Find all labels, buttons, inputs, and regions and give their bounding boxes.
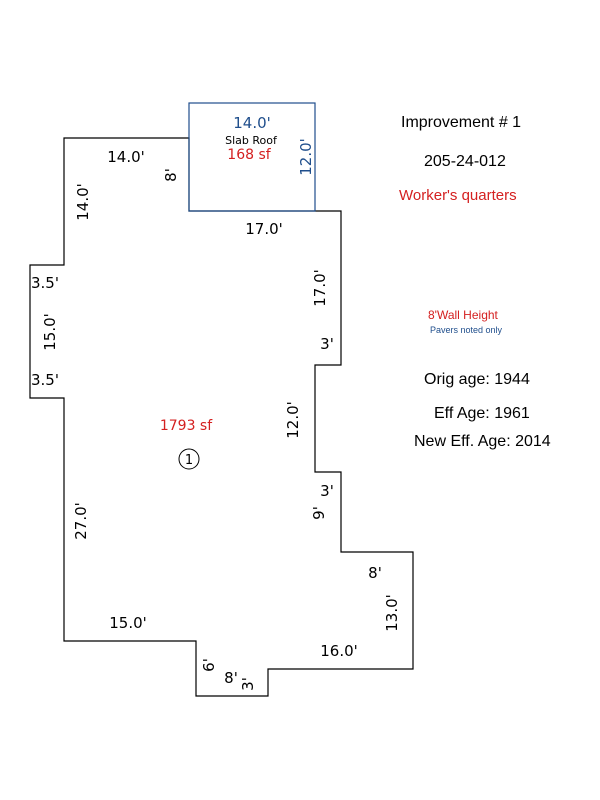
addition-offset-label: 8' xyxy=(162,168,180,182)
dim-bottom-notch: 8' xyxy=(224,669,238,687)
dim-left-upper: 14.0' xyxy=(74,183,92,221)
eff-age: Eff Age: 1961 xyxy=(434,405,530,422)
dim-notch-side: 6' xyxy=(200,658,218,672)
dim-left-step-bottom: 3.5' xyxy=(31,371,59,389)
slab-roof-addition-outline xyxy=(188,102,316,212)
new-eff-age: New Eff. Age: 2014 xyxy=(414,433,551,450)
dim-right-lower: 13.0' xyxy=(383,594,401,632)
dim-bottom-step: 3' xyxy=(239,677,257,691)
area-marker-circle xyxy=(178,448,200,470)
building-use: Worker's quarters xyxy=(399,187,517,204)
dim-left-wing: 15.0' xyxy=(41,313,59,351)
dim-right-middle: 12.0' xyxy=(284,401,302,439)
dim-bottom-right: 16.0' xyxy=(320,642,358,660)
parcel-number: 205-24-012 xyxy=(424,153,506,170)
dim-step-c: 8' xyxy=(368,564,382,582)
pavers-note: Pavers noted only xyxy=(430,325,503,335)
area-marker-number: 1 xyxy=(185,453,193,468)
dim-step-a: 3' xyxy=(320,335,334,353)
dim-right-upper: 17.0' xyxy=(311,269,329,307)
dim-right-jog: 9' xyxy=(310,506,328,520)
dim-left-step-top: 3.5' xyxy=(31,274,59,292)
dim-step-b: 3' xyxy=(320,482,334,500)
dim-right-top: 17.0' xyxy=(245,220,283,238)
improvement-title: Improvement # 1 xyxy=(401,114,522,131)
addition-depth-label: 12.0' xyxy=(297,138,315,176)
orig-age: Orig age: 1944 xyxy=(424,371,530,388)
addition-width-label: 14.0' xyxy=(233,114,271,132)
wall-height-note: 8'Wall Height xyxy=(428,308,498,322)
addition-area-label: 168 sf xyxy=(227,147,271,163)
addition-roof-label: Slab Roof xyxy=(225,134,278,147)
main-area-label: 1793 sf xyxy=(160,418,213,434)
dim-left-lower: 27.0' xyxy=(72,502,90,540)
dim-bottom-left: 15.0' xyxy=(109,614,147,632)
main-building-outline xyxy=(29,137,414,697)
dim-top-left: 14.0' xyxy=(107,148,145,166)
